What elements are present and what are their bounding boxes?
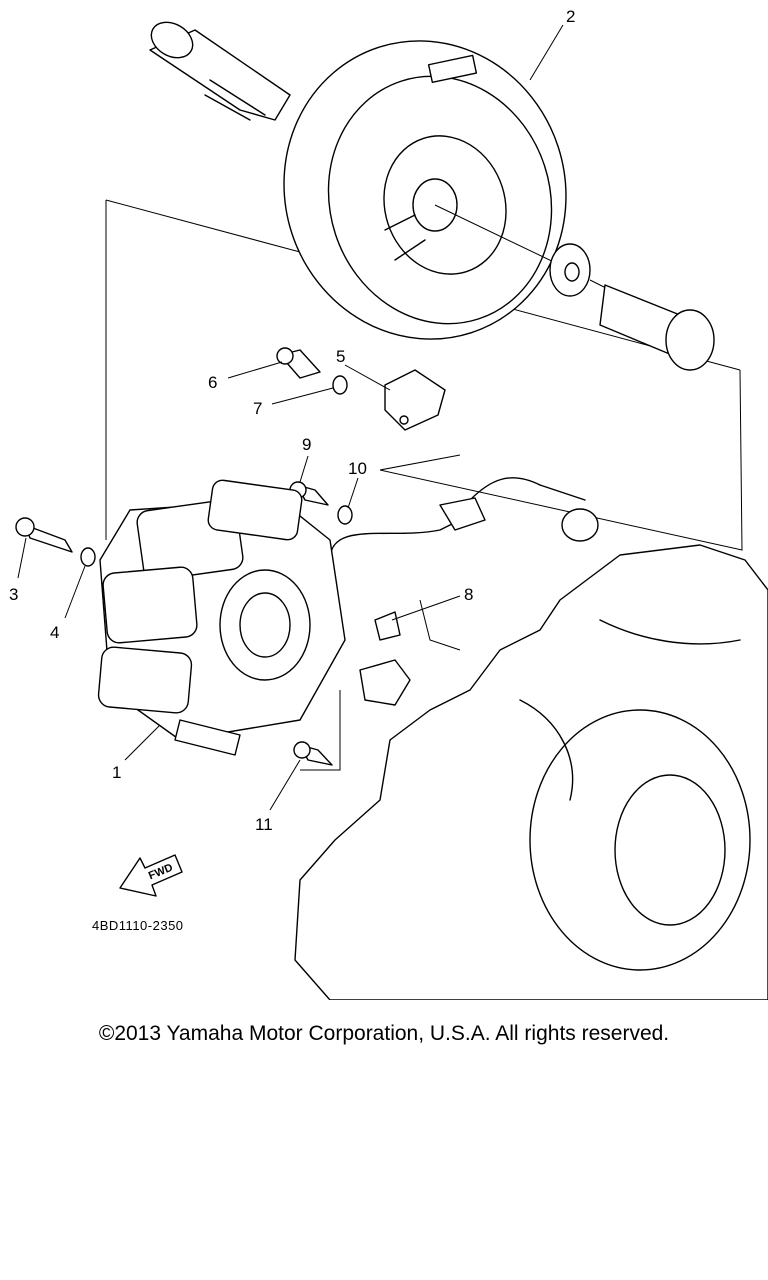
fwd-direction-arrow: FWD bbox=[119, 854, 183, 897]
copyright-notice: ©2013 Yamaha Motor Corporation, U.S.A. A… bbox=[98, 1022, 670, 1045]
callout-5: 5 bbox=[336, 347, 345, 366]
pickup-bracket bbox=[359, 659, 411, 706]
washer-4 bbox=[80, 547, 96, 567]
exploded-parts-diagram: 1 2 3 4 5 6 7 8 9 10 11 FWD 4BD1110-2350 bbox=[9, 7, 768, 1000]
leader-lines bbox=[17, 24, 564, 811]
callout-4: 4 bbox=[50, 623, 59, 642]
callout-2: 2 bbox=[566, 7, 575, 26]
callout-6: 6 bbox=[208, 373, 217, 392]
callout-7: 7 bbox=[253, 399, 262, 418]
washer-7 bbox=[332, 375, 348, 395]
figure-code: 4BD1110-2350 bbox=[92, 918, 184, 933]
bolt-3 bbox=[15, 517, 73, 553]
pickup-coil bbox=[384, 369, 446, 431]
stator-assembly bbox=[97, 479, 346, 756]
callout-8: 8 bbox=[464, 585, 473, 604]
callout-11: 11 bbox=[255, 815, 273, 834]
washer-10 bbox=[337, 505, 353, 525]
wire-clamp bbox=[374, 611, 401, 641]
rotor-washer-and-nut bbox=[434, 204, 715, 371]
callout-1: 1 bbox=[112, 763, 121, 782]
lead-wire bbox=[329, 477, 599, 561]
bolt-9 bbox=[289, 481, 329, 506]
flywheel-rotor bbox=[283, 40, 567, 340]
callout-3: 3 bbox=[9, 585, 18, 604]
bolt-6 bbox=[276, 347, 321, 379]
engine-crankcase bbox=[294, 544, 768, 1000]
bolt-11 bbox=[293, 741, 333, 766]
callout-9: 9 bbox=[302, 435, 311, 454]
magnet-key bbox=[149, 21, 291, 121]
callout-10: 10 bbox=[348, 459, 367, 478]
